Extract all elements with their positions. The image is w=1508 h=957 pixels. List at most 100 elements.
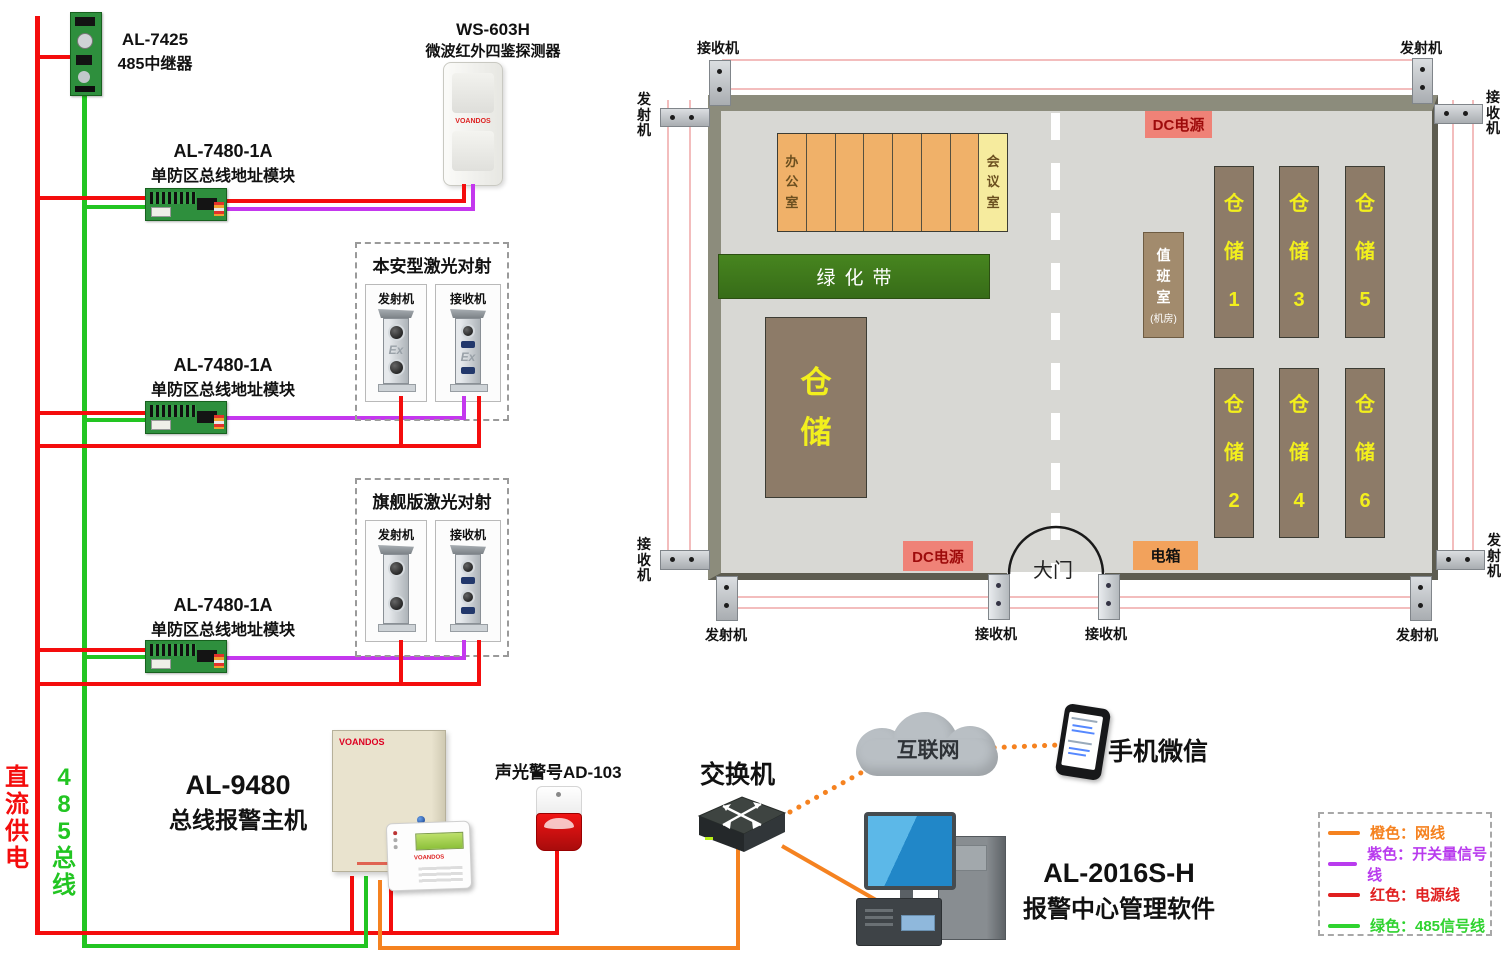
map-label-tl-top: 接收机 — [697, 40, 739, 56]
legend: 橙色：网线 紫色：开关量信号线 红色：电源线 绿色：485信号线 — [1318, 812, 1492, 936]
beam-tower-icon — [709, 60, 731, 106]
siren-label: 声光警号AD-103 — [495, 763, 622, 782]
map-label-gate-rx-left: 接收机 — [975, 626, 1017, 642]
warehouse-main: 仓 储 — [765, 317, 867, 498]
road-center-line — [1051, 113, 1060, 573]
laser1-tx-power-stub — [399, 396, 403, 448]
green-belt-label: 绿化带 — [816, 268, 901, 289]
office-room — [921, 134, 951, 231]
laser-ex-title: 本安型激光对射 — [372, 257, 492, 276]
module3-model: AL-7480-1A — [173, 595, 273, 615]
485-bottom-horizontal — [82, 944, 368, 948]
laser1-rx-signal-stub — [462, 396, 466, 420]
al7425-name: 485中继器 — [117, 56, 193, 73]
module2-name: 单防区总线地址模块 — [150, 382, 295, 399]
laser-transmitter-icon: Ex — [378, 309, 416, 392]
host-model: AL-9480 — [185, 770, 291, 800]
host-button — [417, 816, 425, 824]
office-room — [893, 134, 922, 231]
duty-room-sub-label: (机房) — [1150, 314, 1177, 325]
module1-detector-signal-wire — [223, 207, 475, 211]
bus-address-module-2 — [145, 401, 227, 434]
485-bus-label: 4 8 5 总 线 — [52, 764, 76, 899]
module2-model: AL-7480-1A — [173, 355, 273, 375]
keypad-lcd — [415, 831, 464, 851]
map-label-gate-rx-right: 接收机 — [1085, 626, 1127, 642]
legend-label-purple: 紫色：开关量信号线 — [1367, 845, 1488, 884]
legend-item-485: 绿色：485信号线 — [1320, 910, 1490, 941]
switch-label: 交换机 — [700, 761, 776, 789]
office-room — [835, 134, 865, 231]
network-switch-icon — [697, 796, 787, 852]
duty-room: 值 班 室 (机房) — [1143, 232, 1184, 338]
al7425-repeater — [70, 12, 102, 96]
gate-post-icon — [1098, 574, 1120, 620]
duty-room-label: 值 班 室 — [1156, 247, 1171, 305]
internet-to-phone-dotted-wire — [981, 742, 1061, 751]
legend-label-green: 绿色：485信号线 — [1370, 918, 1486, 935]
siren-device — [536, 786, 582, 851]
software-model: AL-2016S-H — [1043, 858, 1195, 888]
storage-unit-1: 仓 储 1 — [1214, 166, 1254, 338]
module2-label: AL-7480-1A 单防区总线地址模块 — [108, 355, 338, 400]
office-room — [806, 134, 836, 231]
gate-arch — [1007, 525, 1105, 575]
bus-address-module-1 — [145, 188, 227, 221]
host-brand: VOANDOS — [339, 737, 385, 747]
map-label-br-side: 发 射 机 — [1487, 532, 1501, 580]
beam-tower-icon — [1412, 58, 1433, 104]
detector-brand: VOANDOS — [455, 118, 491, 125]
legend-label-orange: 橙色：网线 — [1370, 825, 1446, 842]
module3-label: AL-7480-1A 单防区总线地址模块 — [108, 595, 338, 640]
ws603h-label: WS-603H 微波红外四鉴探测器 — [398, 20, 588, 61]
beam-right-2 — [1472, 100, 1474, 565]
beam-tower-icon — [1434, 104, 1483, 124]
office-building: 办 公 室 会 议 室 — [777, 133, 1008, 232]
module3-name: 单防区总线地址模块 — [150, 622, 295, 639]
meeting-room-label: 会 议 室 — [986, 154, 1000, 210]
switch-to-computer-network-wire — [781, 844, 877, 902]
legend-swatch-orange — [1328, 830, 1360, 835]
beam-tower-icon — [660, 550, 710, 570]
laser1-rx-power-stub — [477, 396, 481, 448]
gate-label: 大门 — [1033, 560, 1073, 582]
green-belt: 绿化带 — [718, 254, 990, 299]
electric-box-tag: 电箱 — [1133, 541, 1198, 570]
dc-power-tag-top: DC电源 — [1145, 111, 1212, 138]
storage-unit-label: 仓 储 5 — [1355, 193, 1375, 311]
host-power-stub — [350, 876, 354, 933]
storage-unit-5: 仓 储 5 — [1345, 166, 1385, 338]
485-bus-vertical — [82, 92, 87, 948]
ex-mark: Ex — [388, 343, 404, 357]
laser2-rx-power-stub — [477, 640, 481, 686]
beam-tower-icon — [1410, 576, 1432, 621]
module1-name: 单防区总线地址模块 — [150, 168, 295, 185]
gate-post-icon — [988, 574, 1010, 620]
module1-model: AL-7480-1A — [173, 141, 273, 161]
legend-swatch-green — [1328, 923, 1360, 928]
keypad-brand: VOANDOS — [413, 854, 445, 862]
storage-unit-label: 仓 储 2 — [1224, 394, 1244, 512]
laser-flagship-tx-box: 发射机 — [365, 520, 427, 642]
dc-supply-label: 直 流 供 电 — [5, 764, 29, 872]
detector-power-stub — [462, 184, 466, 203]
module2-laser-signal-wire — [223, 416, 466, 420]
beam-left-2 — [689, 100, 691, 565]
laser-ex-tx-label: 发射机 — [377, 292, 414, 306]
laser-receiver-icon: Ex — [450, 309, 488, 392]
ws603h-name: 微波红外四鉴探测器 — [425, 43, 561, 60]
warehouse-main-label: 仓 储 — [800, 364, 832, 450]
dc-power-bus-vertical — [35, 16, 40, 935]
map-label-bl-bottom: 发射机 — [705, 627, 747, 643]
power-branch-module2 — [38, 411, 147, 415]
al7425-model: AL-7425 — [121, 30, 189, 49]
bus-address-module-3 — [145, 640, 227, 673]
internet-cloud-icon: 互联网 — [852, 712, 1004, 776]
switch-to-internet-dotted-wire — [787, 767, 869, 815]
siren-power-stub — [555, 846, 559, 933]
legend-label-red: 红色：电源线 — [1370, 887, 1461, 904]
beam-tower-icon — [1436, 550, 1485, 570]
storage-unit-6: 仓 储 6 — [1345, 368, 1385, 538]
laser2-tx-power-stub — [399, 640, 403, 686]
power-branch-module1 — [38, 196, 147, 200]
